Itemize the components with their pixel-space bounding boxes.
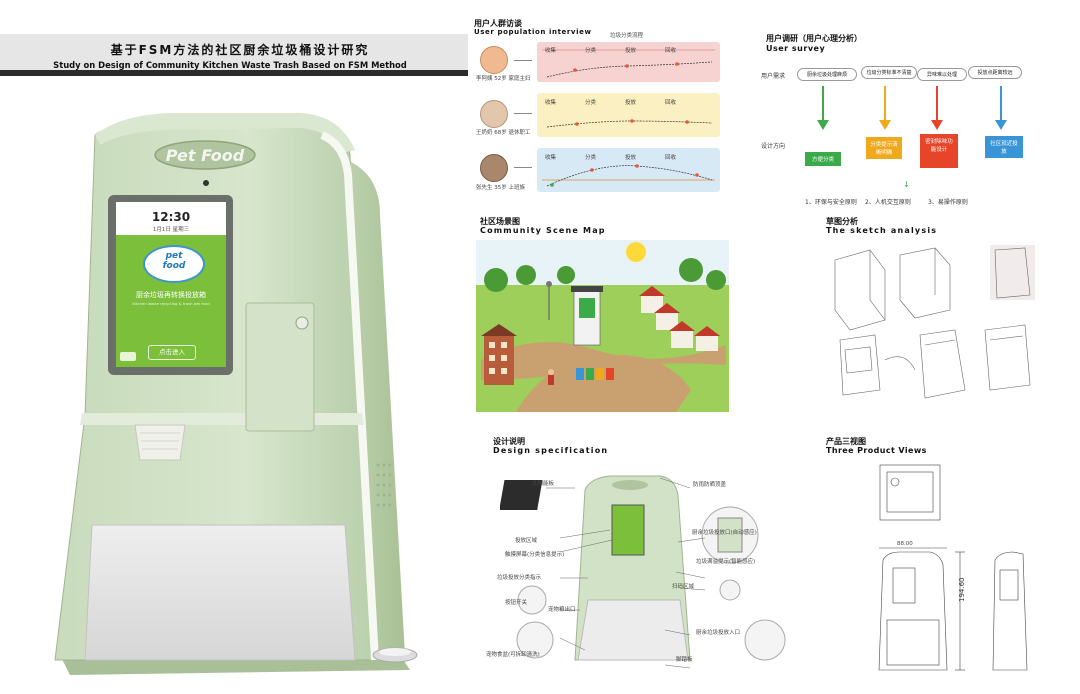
survey-box-4: 社区就近投放 <box>985 136 1023 158</box>
screen-sub-text: Kitchen waste recycling & trash pet food <box>132 301 210 306</box>
survey-option-2: 垃圾分类标准不清楚 <box>861 66 917 79</box>
callout-top-cover: 防雨防晒顶盖 <box>693 482 727 488</box>
sketch-drawings <box>834 245 1035 399</box>
row2-desc: 王奶奶 68岁 退休职工 <box>476 130 531 136</box>
survey-option-4: 投放点距离较远 <box>968 66 1022 79</box>
callout-solar-panel: 太阳能板 <box>532 481 555 487</box>
screen-time: 12:30 <box>151 210 191 224</box>
interview-band-1 <box>537 42 720 82</box>
interview-curve-1 <box>542 49 715 78</box>
survey-down-arrow-icon: ↓ <box>903 180 910 189</box>
spec-diagram <box>500 475 786 669</box>
sketch-title-cn: 草图分析 <box>826 217 858 226</box>
row1-label-3: 投放 <box>625 48 637 54</box>
interview-title-cn: 用户人群访谈 <box>474 19 522 28</box>
timeline-header: 垃圾分类流程 <box>610 33 644 39</box>
callout-scan-area: 扫码区域 <box>672 584 695 590</box>
row1-label-1: 收集 <box>545 48 557 54</box>
row2-label-2: 分类 <box>585 100 597 106</box>
row2-label-3: 投放 <box>625 100 637 106</box>
interview-band-2 <box>537 93 720 137</box>
poster-title-en: Study on Design of Community Kitchen Was… <box>53 60 407 70</box>
screen-enter-button[interactable]: 点击进入 <box>148 345 196 360</box>
poster-title-cn: 基于FSM方法的社区厨余垃圾桶设计研究 <box>110 43 370 57</box>
connector-3 <box>514 167 532 168</box>
screen-date: 1月1日 星期三 <box>152 227 190 233</box>
sketch-title-en: The sketch analysis <box>826 226 938 235</box>
survey-title-en: User survey <box>766 44 826 53</box>
callout-drop-area: 投放区域 <box>515 538 538 544</box>
row3-label-3: 投放 <box>625 155 637 161</box>
survey-conclusion-1: 1、环保与安全原则 <box>805 199 857 206</box>
lid-label: Pet Food <box>165 146 245 165</box>
avatar-2 <box>480 100 508 128</box>
row3-label-1: 收集 <box>545 155 557 161</box>
callout-overflow-alert: 垃圾满溢提示(智能感应) <box>696 559 756 565</box>
dimension-width: 88.00 <box>897 541 913 547</box>
callout-waste-entrance: 厨余垃圾投放入口 <box>696 630 741 636</box>
spec-title-en: Design specification <box>493 446 609 455</box>
callout-pet-bowl: 宠物食盆(可拆卸清洗) <box>486 652 540 658</box>
scene-title-cn: 社区场景图 <box>480 217 520 226</box>
connector-2 <box>514 113 532 114</box>
survey-left-bottom: 设计方向 <box>761 143 786 150</box>
survey-option-3: 异味难以处理 <box>917 68 967 81</box>
avatar-1 <box>480 46 508 74</box>
title-banner-shadow <box>0 70 468 76</box>
three-view-drawings <box>878 464 1028 671</box>
screen-home-icon[interactable] <box>120 352 136 361</box>
callout-kitchen-inlet: 厨余垃圾投放口(自动感应) <box>692 530 757 536</box>
logo-top-text: pet <box>165 251 183 261</box>
survey-option-1: 厨余垃圾处理麻烦 <box>797 68 857 81</box>
community-scene-illustration <box>476 240 729 412</box>
row2-label-1: 收集 <box>545 100 557 106</box>
views-title-en: Three Product Views <box>826 446 927 455</box>
connector-1 <box>514 60 532 61</box>
survey-box-1: 方便分类 <box>805 152 841 166</box>
callout-sort-indicator: 垃圾投放分类指示 <box>497 575 542 581</box>
survey-arrows <box>817 86 1007 130</box>
product-render <box>54 113 418 675</box>
callout-button-switch: 按钮开关 <box>505 600 528 606</box>
survey-conclusion-3: 3、易操作原则 <box>928 199 968 206</box>
survey-box-2: 分类提示清晰明确 <box>866 137 902 159</box>
survey-conclusion-2: 2、人机交互原则 <box>865 199 911 206</box>
row3-desc: 张先生 35岁 上班族 <box>476 185 525 191</box>
row3-label-2: 分类 <box>585 155 597 161</box>
views-title-cn: 产品三视图 <box>826 437 866 446</box>
survey-left-top: 用户需求 <box>761 73 786 80</box>
screen-cn-text: 厨余垃圾再转换投放箱 <box>136 291 206 299</box>
survey-title-cn: 用户调研（用户心理分析） <box>766 34 862 43</box>
interview-title-en: User population interview <box>474 28 592 36</box>
row1-label-2: 分类 <box>585 48 597 54</box>
interview-band-3 <box>537 148 720 192</box>
title-banner <box>0 34 468 76</box>
interview-curve-2 <box>546 119 713 128</box>
row3-label-4: 回收 <box>665 155 677 161</box>
pet-food-logo: pet food <box>143 245 205 283</box>
interview-curve-3 <box>542 164 715 187</box>
dimension-height: 194.60 <box>958 577 966 603</box>
callout-pet-food-outlet: 宠物粮出口 <box>548 607 576 613</box>
row2-label-4: 回收 <box>665 100 677 106</box>
spec-title-cn: 设计说明 <box>493 437 525 446</box>
logo-bottom-text: food <box>162 261 186 271</box>
callout-pedal: 脚踏板 <box>676 657 693 663</box>
avatar-3 <box>480 154 508 182</box>
row1-desc: 李阿姨 52岁 家庭主妇 <box>476 76 531 82</box>
row1-label-4: 回收 <box>665 48 677 54</box>
survey-box-3: 密封除味功能设计 <box>920 134 958 168</box>
scene-title-en: Community Scene Map <box>480 226 606 235</box>
callout-touch-screen: 触摸屏幕(分类信息提示) <box>505 552 565 558</box>
